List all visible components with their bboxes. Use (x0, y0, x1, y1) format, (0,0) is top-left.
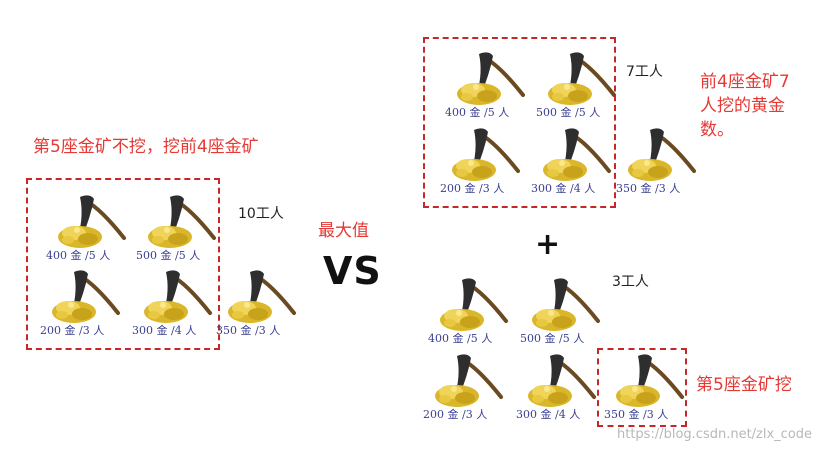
right-top-mine-5: 350 金 /3 人 (616, 126, 706, 196)
mine-label: 300 金 /4 人 (516, 408, 581, 421)
plus-sign: + (535, 227, 561, 262)
left-mine-1: 400 金 /5 人 (46, 193, 136, 263)
watermark: https://blog.csdn.net/zlx_code (617, 427, 813, 442)
left-mine-5: 350 金 /3 人 (216, 268, 306, 338)
mine-label: 400 金 /5 人 (428, 332, 493, 345)
right-bottom-mine-1: 400 金 /5 人 (428, 276, 518, 346)
right-top-mine-2: 500 金 /5 人 (536, 50, 626, 120)
right-bottom-workers-label: 3工人 (612, 274, 649, 290)
right-bottom-caption: 第5座金矿挖 (696, 375, 792, 395)
right-top-dashed-box (423, 37, 616, 208)
right-top-caption: 前4座金矿7 人挖的黄金 数。 (700, 70, 790, 142)
mine-label: 200 金 /3 人 (423, 408, 488, 421)
right-bottom-mine-3: 200 金 /3 人 (423, 352, 513, 422)
left-workers-label: 10工人 (238, 206, 284, 222)
right-top-workers-label: 7工人 (626, 64, 663, 80)
mine-label: 350 金 /3 人 (616, 182, 681, 195)
mine-label: 350 金 /3 人 (216, 324, 281, 337)
right-top-mine-1: 400 金 /5 人 (445, 50, 535, 120)
right-bottom-mine-2: 500 金 /5 人 (520, 276, 610, 346)
left-mine-2: 500 金 /5 人 (136, 193, 226, 263)
left-dashed-box (26, 178, 220, 350)
right-top-mine-4: 300 金 /4 人 (531, 126, 621, 196)
mine-label: 500 金 /5 人 (536, 106, 601, 119)
mine-label: 200 金 /3 人 (440, 182, 505, 195)
mine-label: 500 金 /5 人 (136, 249, 201, 262)
left-mine-3: 200 金 /3 人 (40, 268, 130, 338)
mine-label: 400 金 /5 人 (46, 249, 111, 262)
mine-label: 300 金 /4 人 (132, 324, 197, 337)
mine-label: 500 金 /5 人 (520, 332, 585, 345)
max-value-label: 最大值 (318, 221, 369, 241)
right-top-caption-line-2: 人挖的黄金 (700, 96, 785, 116)
right-top-caption-line-1: 前4座金矿7 (700, 72, 790, 92)
mine-label: 300 金 /4 人 (531, 182, 596, 195)
left-mine-4: 300 金 /4 人 (132, 268, 222, 338)
right-bottom-mine-4: 300 金 /4 人 (516, 352, 606, 422)
vs-label: VS (323, 249, 382, 293)
right-bottom-mine-5: 350 金 /3 人 (604, 352, 694, 422)
right-top-caption-line-3: 数。 (700, 120, 734, 140)
mine-label: 350 金 /3 人 (604, 408, 669, 421)
mine-label: 400 金 /5 人 (445, 106, 510, 119)
right-bottom-dashed-box (597, 348, 687, 427)
mine-label: 200 金 /3 人 (40, 324, 105, 337)
left-caption: 第5座金矿不挖，挖前4座金矿 (33, 137, 259, 157)
right-top-mine-3: 200 金 /3 人 (440, 126, 530, 196)
